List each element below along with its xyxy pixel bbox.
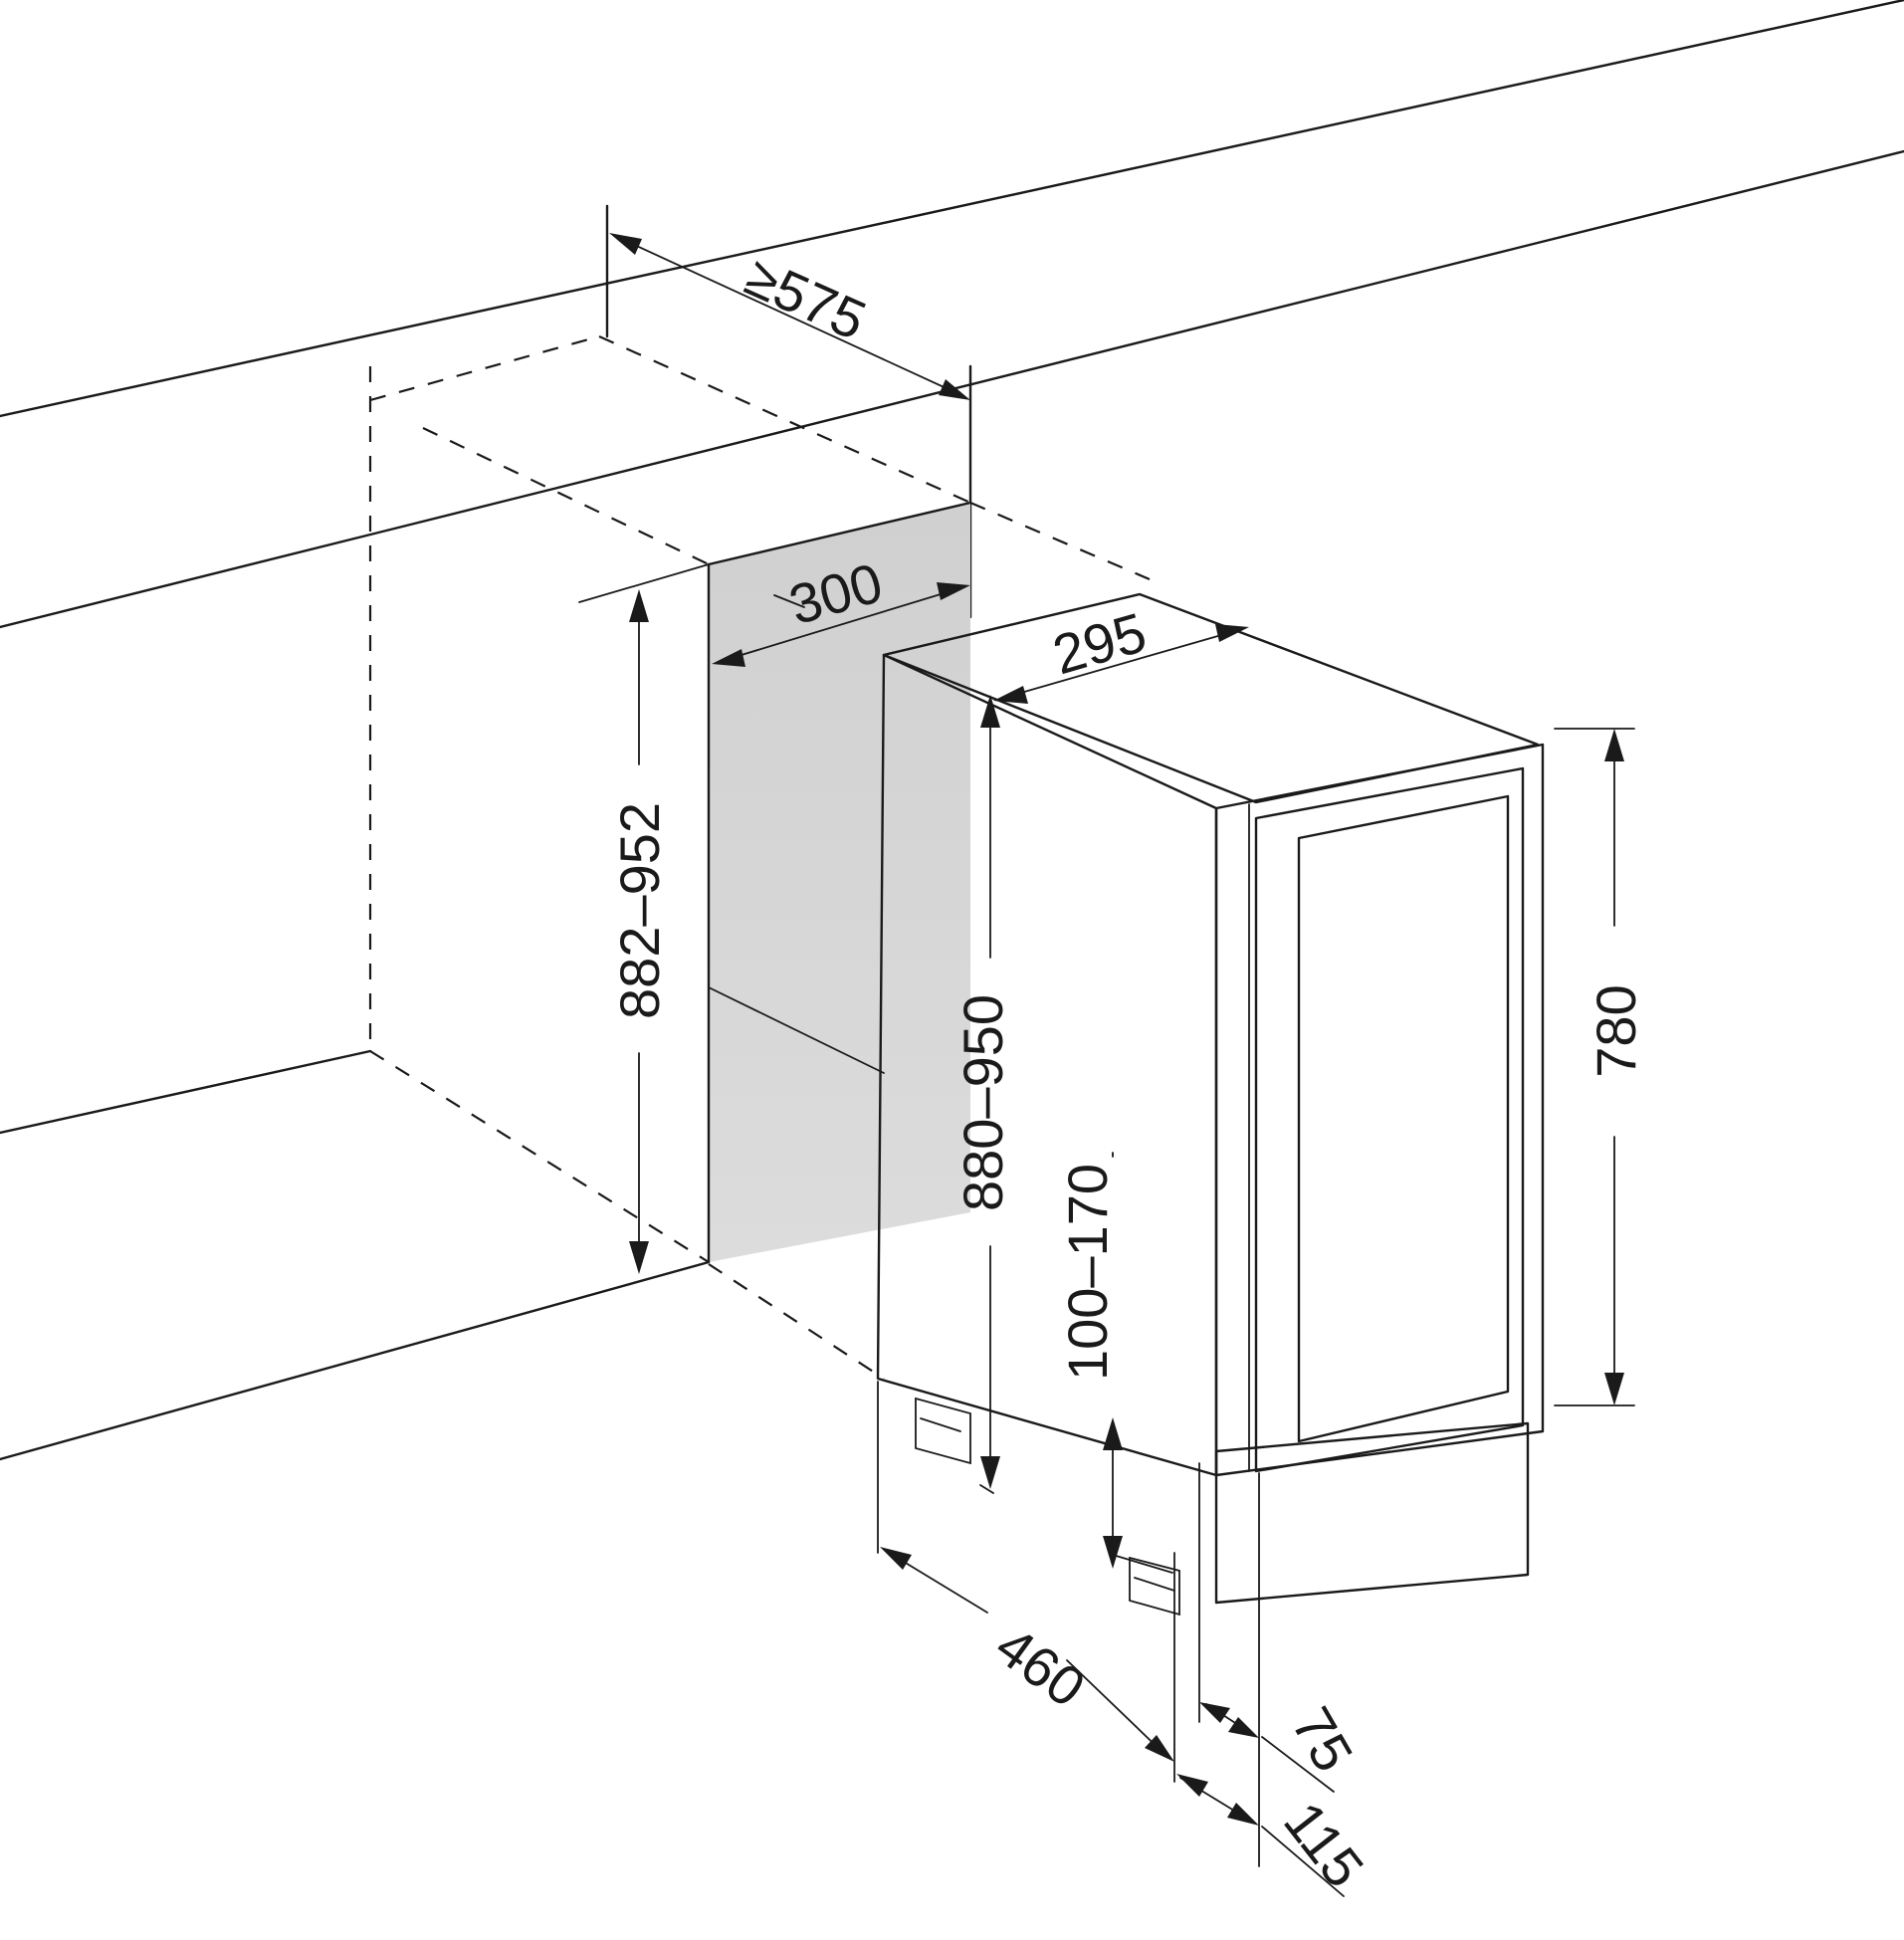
wine-cooler-unit [876, 592, 1545, 1617]
niche-hidden-edges [368, 334, 1151, 1380]
dim-door-offset [1198, 1462, 1335, 1867]
dim-label-foot-setback: 115 [1272, 1790, 1376, 1898]
dim-door-height [1554, 728, 1635, 1406]
glass-pane [1297, 794, 1510, 1443]
dim-label-unit-depth: 460 [984, 1614, 1097, 1719]
dim-niche-height [578, 563, 710, 1274]
door-frame [1214, 743, 1545, 1477]
dim-unit-height [979, 695, 1000, 1494]
dim-label-door-height: 780 [1585, 984, 1647, 1077]
dim-label-niche-depth: ≥575 [737, 244, 875, 351]
dim-plinth-height [1103, 1152, 1173, 1574]
dim-foot-setback [1176, 1774, 1345, 1897]
niche-edges [707, 501, 972, 1264]
dim-label-plinth-height: 100–170 [1056, 1164, 1119, 1381]
dim-niche-depth [609, 233, 970, 400]
dim-label-door-offset: 75 [1280, 1697, 1366, 1782]
niche-back-wall [709, 503, 970, 1262]
dim-label-unit-height: 880–950 [952, 994, 1014, 1211]
dim-label-niche-height: 882–952 [608, 802, 671, 1019]
dim-unit-width [993, 624, 1249, 704]
countertop-outline [0, 0, 1904, 1461]
dim-niche-width [712, 582, 970, 667]
dim-unit-depth [877, 1381, 1175, 1783]
door [1254, 766, 1525, 1473]
